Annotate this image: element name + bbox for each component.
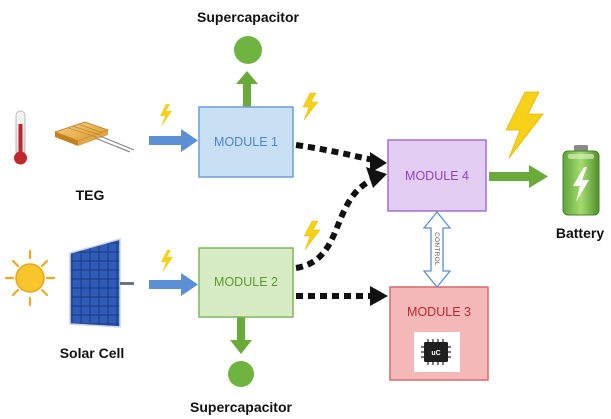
module-1-label: MODULE 1 xyxy=(214,135,278,149)
solar-panel-icon xyxy=(69,238,134,328)
lightning-icon-output xyxy=(505,91,544,159)
supercapacitor-top-icon xyxy=(234,36,262,64)
supercapacitor-bottom-label: Supercapacitor xyxy=(190,399,292,415)
module-2-box: MODULE 2 xyxy=(198,247,294,318)
arrow-solar-to-module2 xyxy=(149,273,198,296)
arrow-module1-to-supercap xyxy=(236,71,258,107)
arrow-module2-to-supercap xyxy=(230,317,252,354)
battery-icon xyxy=(562,145,600,216)
teg-device-icon xyxy=(53,121,135,153)
module-3-label: MODULE 3 xyxy=(407,305,471,319)
control-label: CONTROL xyxy=(433,232,440,266)
lightning-icon-module1 xyxy=(302,92,319,121)
battery-label: Battery xyxy=(556,225,604,241)
arrowhead-module4-top xyxy=(370,152,387,173)
arrowhead-module3 xyxy=(370,286,388,306)
arrow-module4-to-battery xyxy=(489,165,548,188)
supercapacitor-bottom-icon xyxy=(228,361,254,387)
module-1-box: MODULE 1 xyxy=(198,106,294,178)
control-double-arrow: CONTROL xyxy=(422,210,452,289)
lightning-icon-solar xyxy=(161,250,173,273)
teg-label: TEG xyxy=(76,187,105,203)
arrow-teg-to-module1 xyxy=(149,129,198,152)
dotted-arrow-module1-to-module4 xyxy=(295,142,374,163)
microcontroller-chip-icon: uC xyxy=(414,332,460,372)
module-2-label: MODULE 2 xyxy=(214,275,278,289)
chip-label: uC xyxy=(431,350,440,357)
thermometer-icon xyxy=(14,110,27,165)
module-4-label: MODULE 4 xyxy=(405,169,469,183)
module-4-box: MODULE 4 xyxy=(387,139,487,212)
arrowhead-module4-bottom xyxy=(366,167,387,188)
dotted-arrow-module2-to-module4 xyxy=(295,177,374,271)
module-3-box: MODULE 3 uC xyxy=(389,286,489,381)
solar-cell-label: Solar Cell xyxy=(60,345,125,361)
lightning-icon-module2 xyxy=(303,220,321,251)
sun-icon xyxy=(4,249,56,307)
supercapacitor-top-label: Supercapacitor xyxy=(197,9,299,25)
lightning-icon-teg xyxy=(160,104,172,127)
